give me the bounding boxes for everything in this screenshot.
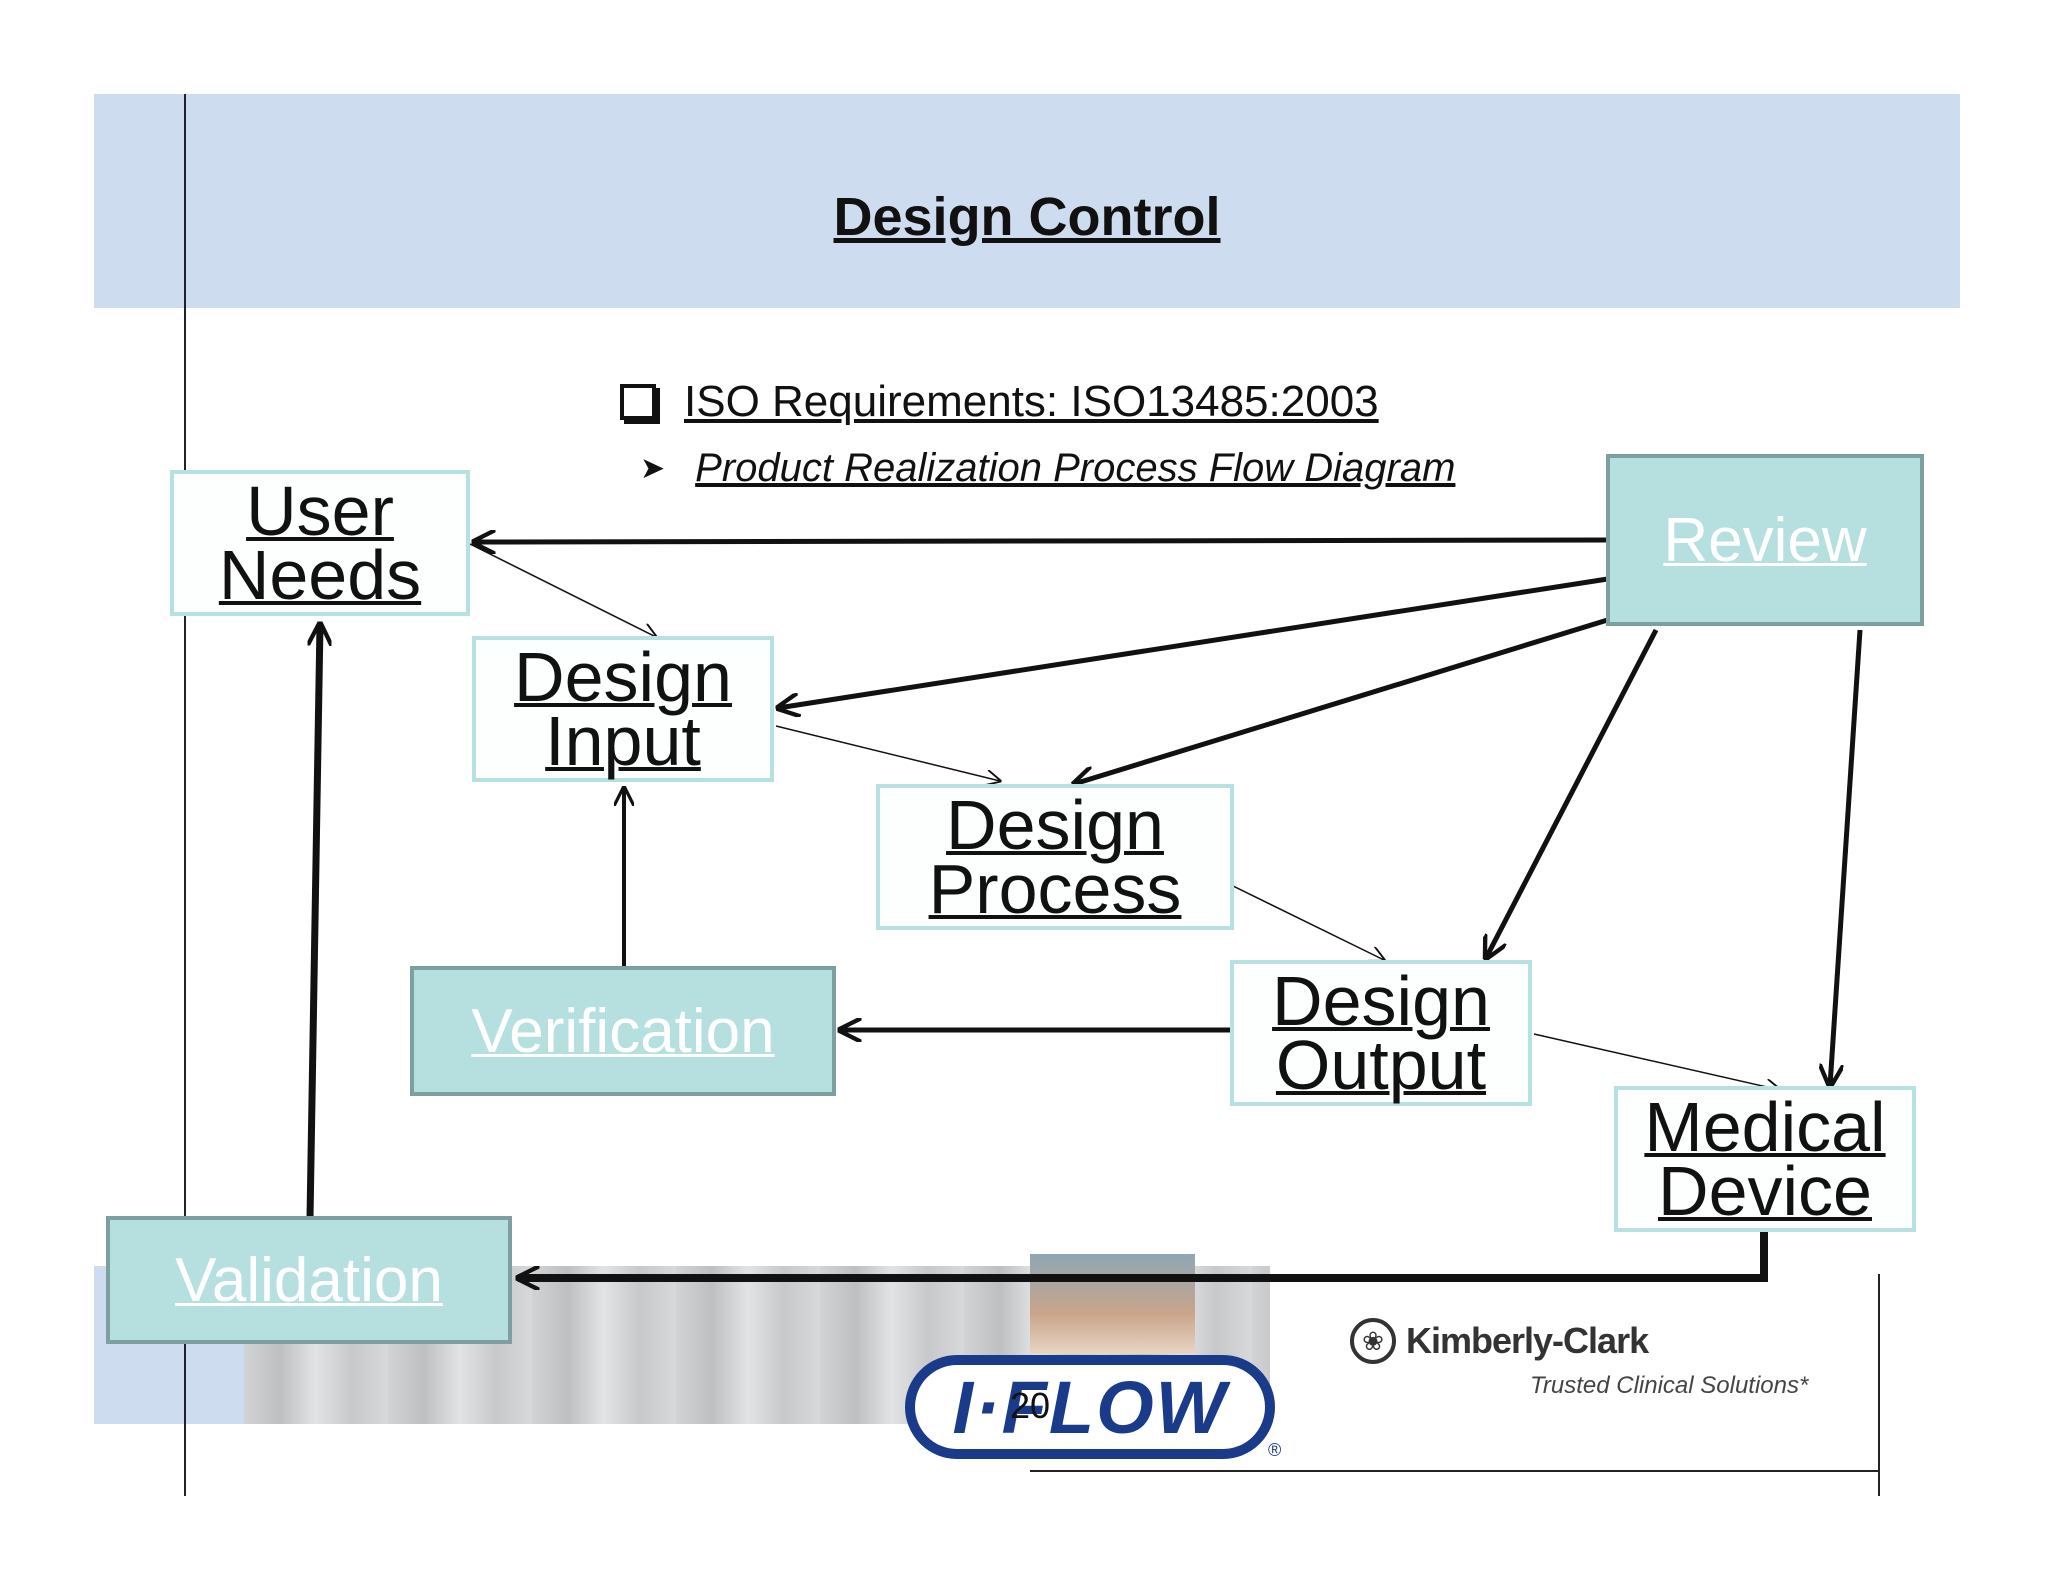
iso-requirement-text: ISO Requirements: ISO13485:2003	[684, 377, 1379, 426]
box-design-output-label: Design Output	[1272, 962, 1490, 1104]
box-design-input-label: Design Input	[514, 638, 732, 780]
box-validation: Validation	[106, 1216, 512, 1344]
arrow-bullet-icon: ➤	[640, 451, 666, 485]
kimberly-clark-name: Kimberly-Clark	[1406, 1320, 1649, 1361]
box-user-needs: User Needs	[170, 470, 470, 616]
box-verification: Verification	[410, 966, 836, 1096]
box-design-output: Design Output	[1230, 960, 1532, 1106]
page-title: Design Control	[833, 187, 1221, 247]
box-medical-device: Medical Device	[1614, 1086, 1916, 1232]
arrow-user-needs-to-design-input	[469, 543, 656, 637]
header-band	[94, 94, 1960, 308]
box-review: Review	[1606, 454, 1924, 626]
arrow-review-to-design-output	[1486, 628, 1659, 958]
arrow-design-output-to-medical-device	[1533, 1033, 1780, 1090]
right-divider-line	[1878, 1274, 1880, 1496]
left-divider-line	[184, 94, 186, 1496]
kimberly-clark-logo: ❀ Kimberly-Clark	[1350, 1318, 1649, 1364]
box-medical-device-label: Medical Device	[1644, 1088, 1886, 1230]
bottom-divider-line	[1030, 1470, 1880, 1472]
iflow-logo: I·FLOW	[905, 1355, 1275, 1459]
kimberly-clark-tagline: Trusted Clinical Solutions*	[1530, 1372, 1809, 1399]
arrow-review-to-medical-device	[1830, 629, 1863, 1086]
box-verification-label: Verification	[471, 996, 775, 1066]
iso-requirement-line: ISO Requirements: ISO13485:2003	[620, 372, 1379, 432]
footer-photo-color	[1030, 1254, 1195, 1354]
registered-mark-icon: ®	[1268, 1440, 1282, 1460]
kimberly-clark-emblem-icon: ❀	[1350, 1318, 1396, 1364]
box-review-label: Review	[1663, 505, 1867, 575]
arrow-medical-device-to-validation	[518, 1232, 1768, 1278]
box-design-process: Design Process	[876, 784, 1234, 930]
box-design-process-label: Design Process	[928, 786, 1182, 928]
arrow-validation-to-user-needs	[306, 624, 320, 1219]
iflow-logo-text: I·FLOW	[952, 1365, 1228, 1449]
page-number: 20	[1010, 1385, 1051, 1426]
box-design-input: Design Input	[472, 636, 774, 782]
arrow-design-input-to-design-process	[775, 725, 1000, 781]
box-user-needs-label: User Needs	[218, 472, 422, 614]
box-validation-label: Validation	[175, 1245, 443, 1315]
checkbox-bullet-icon	[620, 384, 656, 420]
subtitle-text: Product Realization Process Flow Diagram	[695, 445, 1456, 490]
arrow-review-to-user-needs	[474, 540, 1615, 542]
subtitle-line: ➤ Product Realization Process Flow Diagr…	[640, 442, 1455, 494]
arrow-review-to-design-process	[1074, 615, 1615, 784]
arrow-review-to-design-input	[778, 575, 1615, 708]
